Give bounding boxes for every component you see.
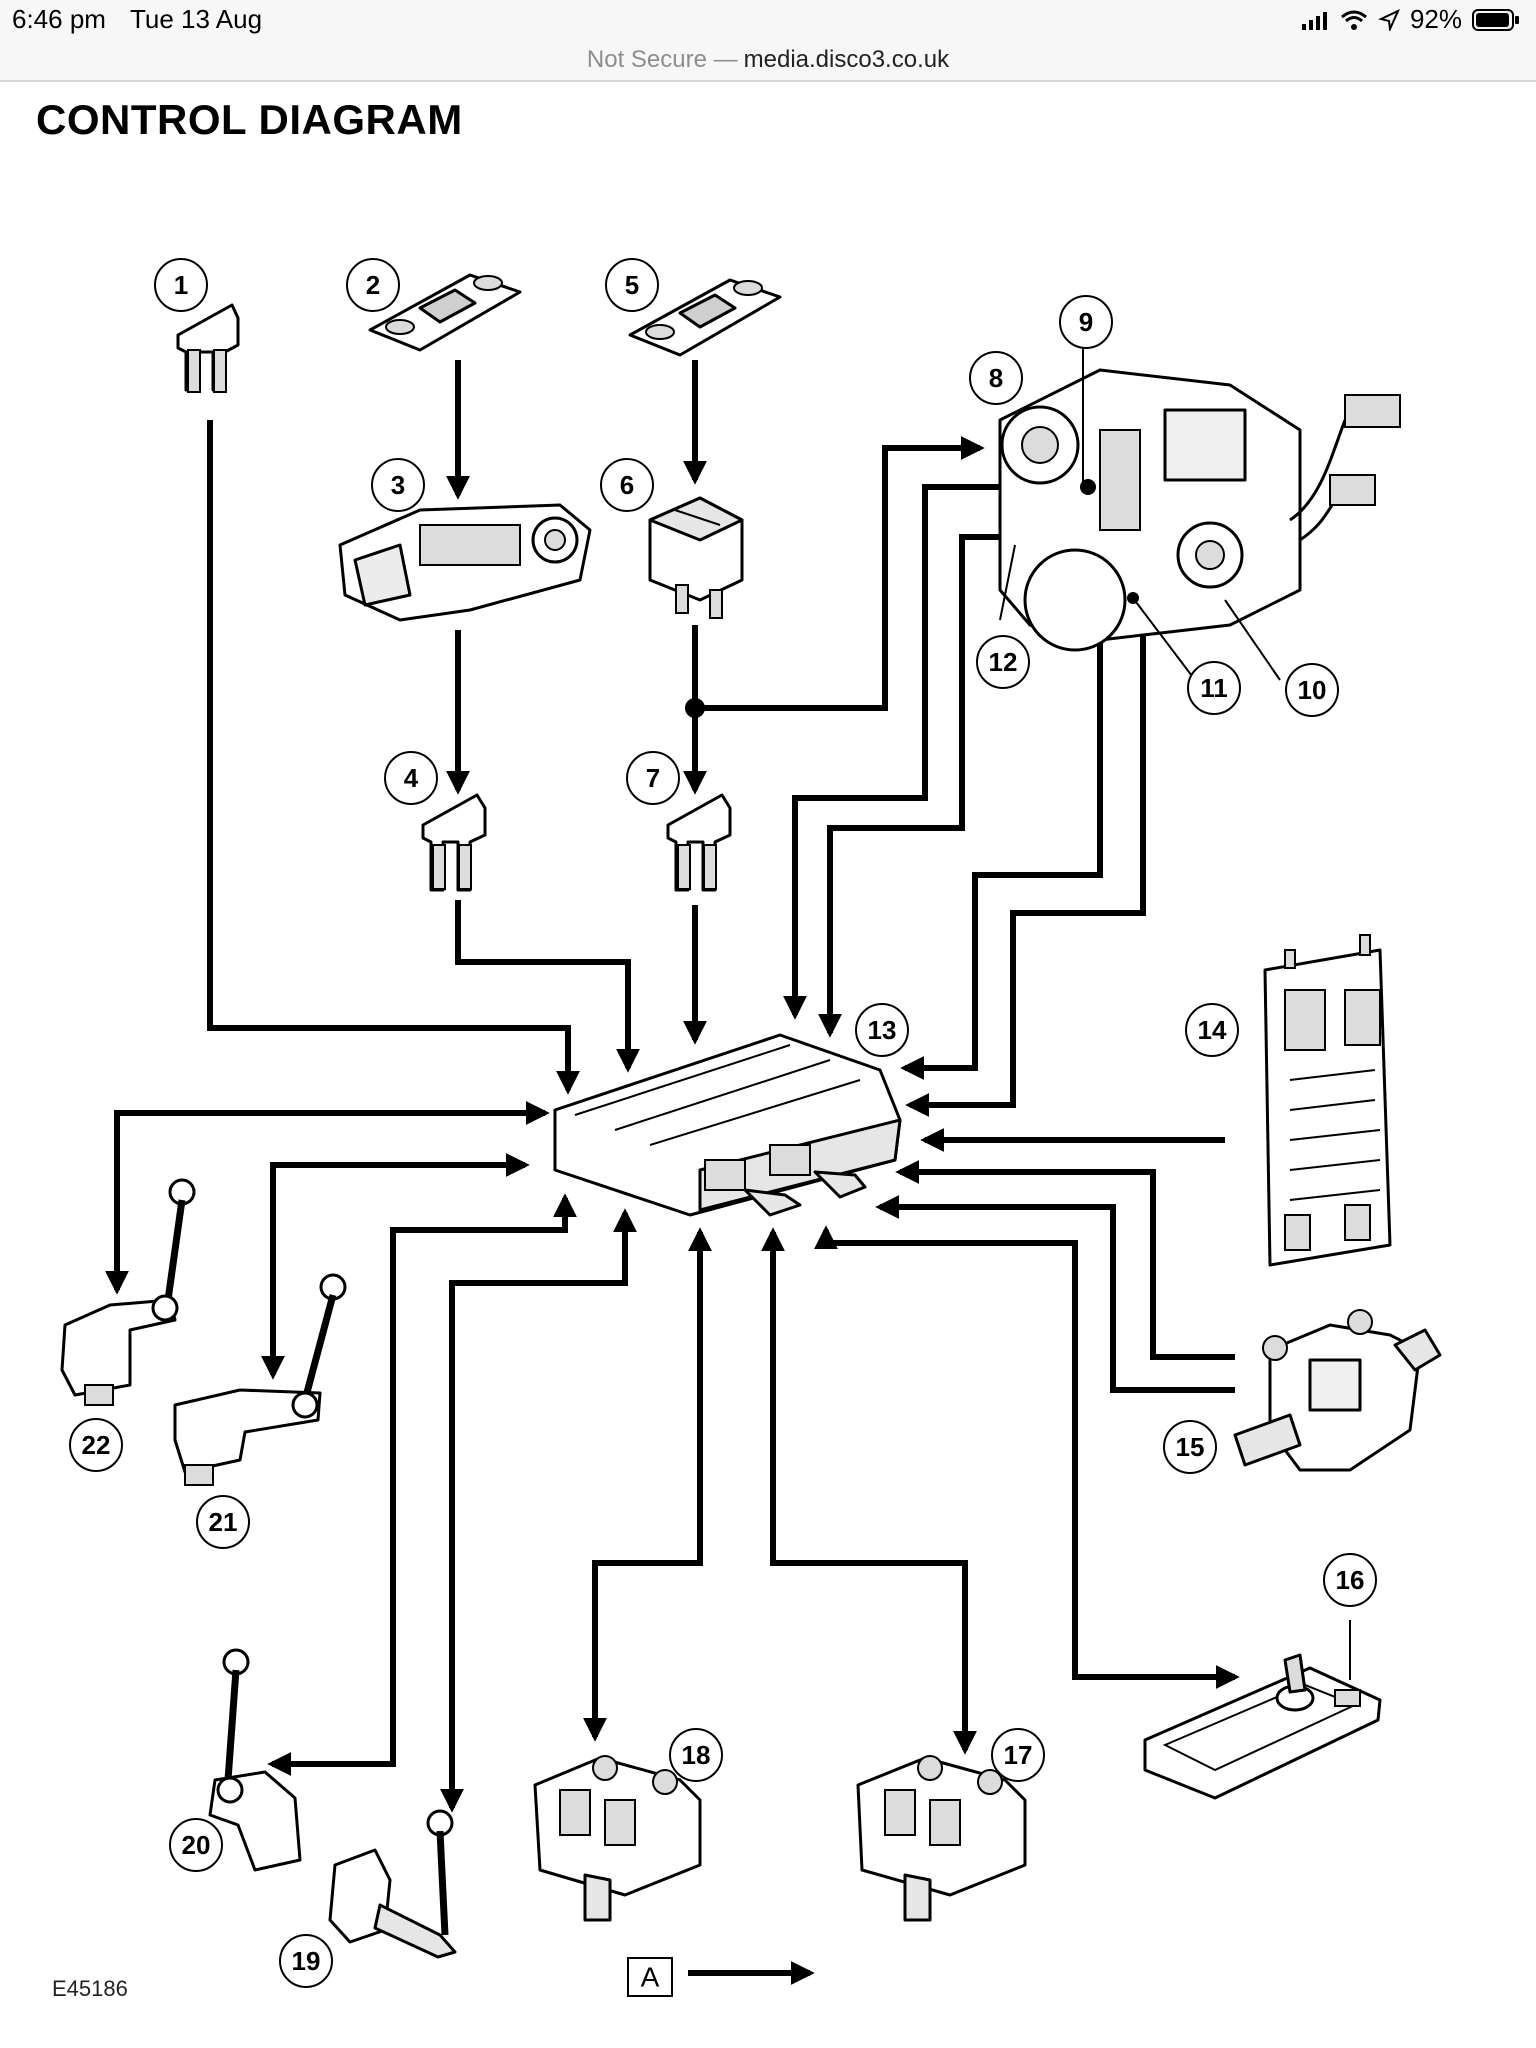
- component-21-height-sensor: [173, 1273, 347, 1486]
- callouts: 1 2 3 4 5 6 7 8 9 10 11 12 13 14 15 16 1…: [69, 258, 1377, 1988]
- callout-14: 14: [1185, 1003, 1239, 1057]
- status-date: Tue 13 Aug: [130, 4, 263, 34]
- component-17-valve-unit: [856, 1755, 1027, 1922]
- wires: [105, 360, 1240, 1813]
- svg-text:18: 18: [682, 1740, 711, 1770]
- svg-text:4: 4: [404, 763, 419, 793]
- component-6-relay: [648, 496, 744, 619]
- svg-text:10: 10: [1298, 675, 1327, 705]
- callout-3: 3: [371, 458, 425, 512]
- component-13-control-module: [553, 1033, 902, 1217]
- callout-16: 16: [1323, 1553, 1377, 1607]
- callout-7: 7: [626, 751, 680, 805]
- url-domain[interactable]: media.disco3.co.uk: [743, 46, 950, 73]
- svg-text:21: 21: [209, 1507, 238, 1537]
- svg-text:9: 9: [1079, 307, 1093, 337]
- component-3-ignition-switch: [338, 503, 592, 622]
- component-20-height-sensor: [208, 1648, 302, 1872]
- component-5-fusible-link: [628, 278, 782, 357]
- wire-13-to-22: [105, 1101, 550, 1295]
- signal-icon: [1301, 11, 1327, 30]
- callout-1: 1: [154, 258, 208, 312]
- wire-10-to-13: [900, 622, 1103, 1080]
- status-bar: 6:46 pm Tue 13 Aug 92%: [0, 0, 1536, 40]
- component-7-fuse: [666, 793, 732, 892]
- svg-text:6: 6: [620, 470, 634, 500]
- wire-13-to-21: [261, 1153, 530, 1380]
- svg-text:5: 5: [625, 270, 639, 300]
- component-transmission-assembly: [998, 310, 1401, 681]
- wire-15b-to-13: [875, 1195, 1235, 1393]
- wire-9-to-13: [783, 484, 1065, 1020]
- legend-a: A: [627, 1957, 815, 1997]
- svg-text:13: 13: [868, 1015, 897, 1045]
- callout-22: 22: [69, 1418, 123, 1472]
- wire-junction-to-8: [695, 436, 985, 711]
- callout-11: 11: [1187, 661, 1241, 715]
- figure-code: E45186: [52, 1976, 128, 2001]
- callout-13: 13: [855, 1003, 909, 1057]
- svg-text:16: 16: [1336, 1565, 1365, 1595]
- callout-21: 21: [196, 1495, 250, 1549]
- callout-4: 4: [384, 751, 438, 805]
- component-18-valve-unit: [533, 1755, 702, 1922]
- callout-8: 8: [969, 351, 1023, 405]
- wire-12-to-13: [818, 534, 1020, 1038]
- svg-text:7: 7: [646, 763, 660, 793]
- callout-2: 2: [346, 258, 400, 312]
- svg-text:3: 3: [391, 470, 405, 500]
- component-15-valve-block: [1233, 1309, 1442, 1472]
- wire-11-to-13: [905, 615, 1146, 1117]
- legend-a-label: A: [641, 1962, 660, 1993]
- wire-13-to-17: [761, 1227, 977, 1755]
- callout-19: 19: [279, 1934, 333, 1988]
- callout-6: 6: [600, 458, 654, 512]
- wire-4-to-13: [455, 900, 640, 1073]
- battery-icon: [1472, 8, 1519, 31]
- svg-text:1: 1: [174, 270, 188, 300]
- svg-text:15: 15: [1176, 1432, 1205, 1462]
- callout-17: 17: [991, 1728, 1045, 1782]
- component-4-fuse: [421, 793, 487, 892]
- wire-13-to-18: [583, 1227, 712, 1742]
- svg-text:8: 8: [989, 363, 1003, 393]
- status-time: 6:46 pm: [12, 4, 106, 34]
- svg-text:19: 19: [292, 1946, 321, 1976]
- svg-text:11: 11: [1200, 673, 1228, 703]
- svg-text:2: 2: [366, 270, 380, 300]
- component-22-height-sensor: [60, 1178, 196, 1406]
- svg-text:17: 17: [1004, 1740, 1033, 1770]
- wifi-icon: [1340, 10, 1367, 30]
- component-1-fuse: [176, 303, 240, 393]
- svg-text:12: 12: [989, 647, 1018, 677]
- callout-10: 10: [1285, 663, 1339, 717]
- not-secure-label: Not Secure —: [586, 46, 738, 73]
- status-right: 92%: [1300, 4, 1520, 35]
- svg-text:22: 22: [82, 1430, 111, 1460]
- component-14-fuse-box: [1263, 934, 1392, 1267]
- component-16-switch-pack: [1143, 1620, 1382, 1800]
- component-19-height-sensor: [328, 1809, 457, 1959]
- wire-1-to-13: [207, 420, 580, 1095]
- callout-18: 18: [669, 1728, 723, 1782]
- component-2-fusible-link: [368, 273, 522, 352]
- battery-percent: 92%: [1409, 4, 1462, 34]
- location-icon: [1377, 8, 1400, 31]
- callout-20: 20: [169, 1818, 223, 1872]
- callout-5: 5: [605, 258, 659, 312]
- svg-text:20: 20: [182, 1830, 211, 1860]
- svg-text:14: 14: [1198, 1015, 1227, 1045]
- callout-15: 15: [1163, 1420, 1217, 1474]
- wire-15a-to-13: [895, 1160, 1235, 1360]
- page-title: CONTROL DIAGRAM: [36, 96, 463, 143]
- wire-13-to-19: [440, 1208, 637, 1813]
- callout-9: 9: [1059, 295, 1113, 349]
- callout-12: 12: [976, 635, 1030, 689]
- url-bar[interactable]: Not Secure — media.disco3.co.uk: [0, 40, 1536, 82]
